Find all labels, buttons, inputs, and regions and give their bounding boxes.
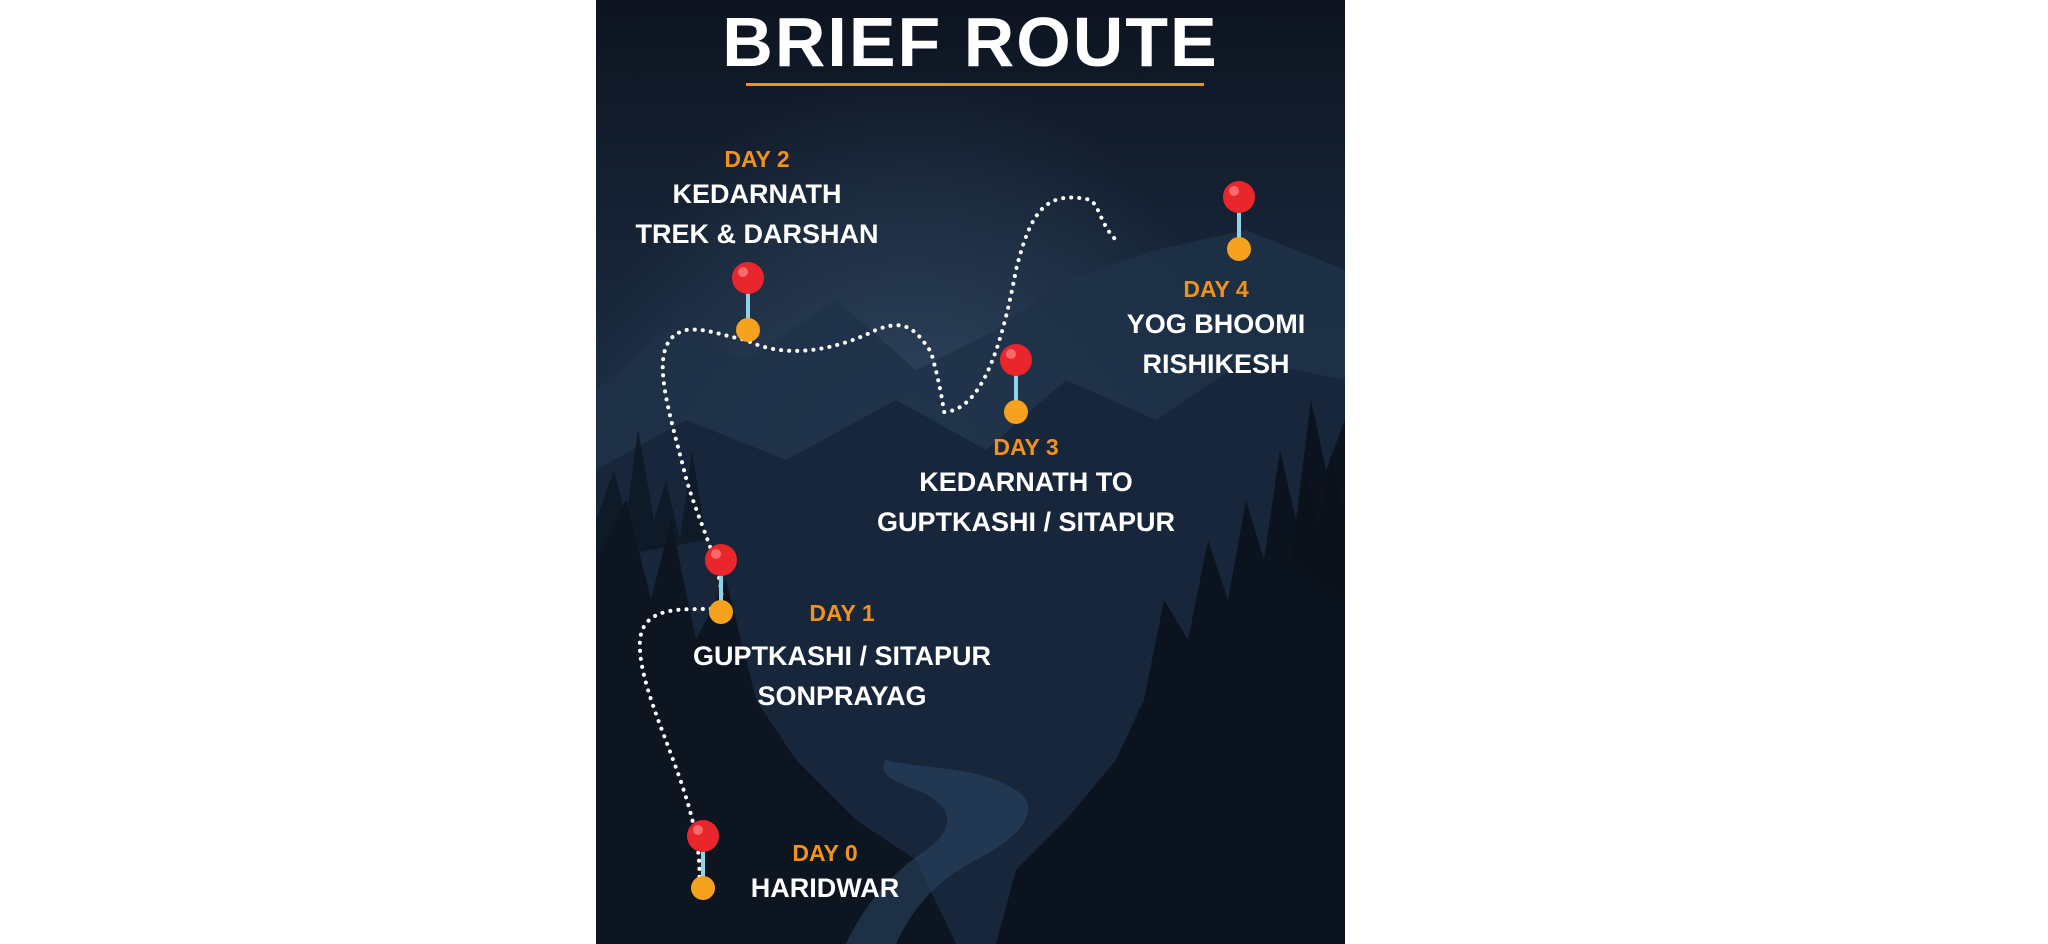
pin-base bbox=[736, 318, 760, 342]
pin-highlight bbox=[1229, 186, 1239, 196]
stop-day-2: DAY 2 KEDARNATH TREK & DARSHAN bbox=[622, 144, 892, 254]
day-label: DAY 1 bbox=[809, 600, 875, 626]
map-pin-icon bbox=[1000, 344, 1032, 424]
night-landscape-background bbox=[596, 0, 1345, 944]
place-line: GUPTKASHI / SITAPUR bbox=[876, 507, 1175, 537]
pin-head bbox=[732, 262, 764, 294]
day-label: DAY 0 bbox=[792, 840, 858, 866]
stop-day-3: DAY 3 KEDARNATH TO GUPTKASHI / SITAPUR bbox=[846, 432, 1206, 542]
map-pin-icon bbox=[687, 820, 719, 900]
place-line: KEDARNATH TO bbox=[919, 467, 1133, 497]
map-pin-icon bbox=[1223, 181, 1255, 261]
place-line: SONPRAYAG bbox=[757, 681, 927, 711]
place-line: KEDARNATH bbox=[672, 179, 842, 209]
pin-base bbox=[709, 600, 733, 624]
pin-head bbox=[1223, 181, 1255, 213]
place-line: GUPTKASHI / SITAPUR bbox=[692, 641, 991, 671]
pin-highlight bbox=[693, 825, 703, 835]
place-line: RISHIKESH bbox=[1142, 349, 1290, 379]
map-pin-icon bbox=[705, 544, 737, 624]
place-line: YOG BHOOMI bbox=[1126, 309, 1306, 339]
pin-base bbox=[1004, 400, 1028, 424]
page-title: BRIEF ROUTE bbox=[722, 3, 1219, 81]
pin-base bbox=[691, 876, 715, 900]
day-label: DAY 2 bbox=[724, 146, 790, 172]
pin-base bbox=[1227, 237, 1251, 261]
day-label: DAY 3 bbox=[993, 434, 1059, 460]
stop-day-0: DAY 0 HARIDWAR bbox=[742, 838, 908, 908]
pin-head bbox=[705, 544, 737, 576]
day-label: DAY 4 bbox=[1183, 276, 1249, 302]
pin-head bbox=[687, 820, 719, 852]
pin-highlight bbox=[1006, 349, 1016, 359]
place-line: HARIDWAR bbox=[750, 873, 900, 903]
stop-day-4: DAY 4 YOG BHOOMI RISHIKESH bbox=[1116, 274, 1316, 384]
pin-highlight bbox=[711, 549, 721, 559]
pin-head bbox=[1000, 344, 1032, 376]
pin-highlight bbox=[738, 267, 748, 277]
place-line: TREK & DARSHAN bbox=[635, 219, 879, 249]
stop-day-1: DAY 1 GUPTKASHI / SITAPUR SONPRAYAG bbox=[672, 598, 1012, 716]
route-poster: BRIEF ROUTE DAY 0 HARIDWAR DAY 1 GUPTKAS… bbox=[596, 0, 1345, 944]
map-pin-icon bbox=[732, 262, 764, 342]
title-underline bbox=[746, 83, 1204, 86]
